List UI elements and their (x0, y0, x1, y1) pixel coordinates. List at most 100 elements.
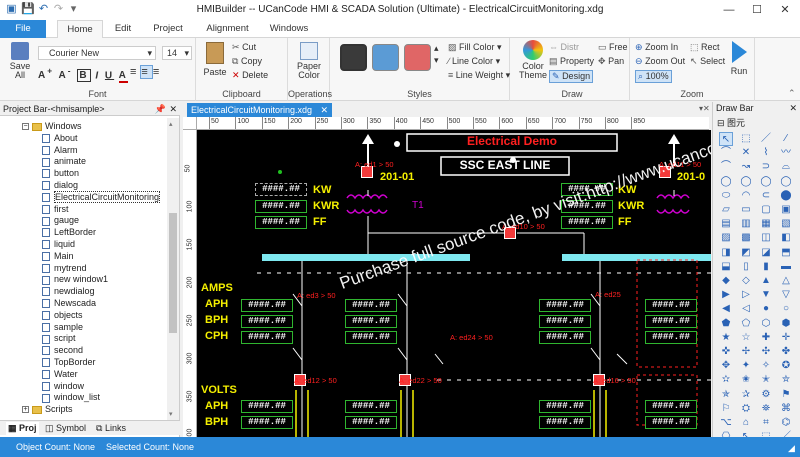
font-color-icon[interactable]: A (118, 70, 128, 84)
design-button[interactable]: ✎ Design (549, 70, 594, 83)
draw-tool-icon[interactable]: ⛭ (742, 402, 750, 414)
draw-tool-icon[interactable]: △ (782, 275, 790, 286)
tree-item[interactable]: second (42, 345, 83, 357)
draw-tool-icon[interactable]: ⬠ (741, 317, 751, 329)
collapse-toggle-icon[interactable]: − (22, 123, 29, 131)
value-amps-bph-2[interactable]: ####.## (345, 315, 397, 328)
draw-tool-icon[interactable]: ✮ (781, 374, 791, 386)
tree-item[interactable]: About (42, 133, 78, 145)
value-volts-aph[interactable]: ####.## (241, 400, 293, 413)
scroll-up-icon[interactable]: ▴ (169, 121, 173, 128)
tab-home[interactable]: Home (57, 20, 103, 39)
draw-tool-icon[interactable]: ◯ (760, 175, 772, 187)
value-amps-bph-3[interactable]: ####.## (539, 315, 591, 328)
tree-item[interactable]: window (42, 381, 84, 393)
tree-item[interactable]: ElectricalCircuitMonitoring (42, 190, 161, 204)
draw-tool-icon[interactable]: ● (762, 303, 770, 315)
draw-tool-icon[interactable]: ⬚ (759, 430, 773, 444)
tree-item[interactable]: Alarm (42, 145, 78, 157)
draw-tool-icon[interactable]: ▧ (781, 218, 791, 230)
draw-tool-icon[interactable]: ⌓ (782, 161, 790, 173)
value-kwr-right[interactable]: ####.## (561, 200, 613, 213)
draw-tool-icon[interactable]: ✰ (741, 388, 751, 400)
draw-tool-icon[interactable]: ▤ (721, 218, 731, 230)
draw-tool-icon[interactable]: ⬓ (721, 260, 731, 272)
value-amps-aph-4[interactable]: ####.## (645, 299, 697, 312)
tab-windows[interactable]: Windows (269, 23, 309, 34)
draw-tool-icon[interactable]: ／ (761, 133, 771, 144)
document-menu-icon[interactable]: ▾✕ (699, 104, 710, 113)
draw-tool-icon[interactable]: ✧ (761, 360, 771, 372)
tree-item[interactable]: dialog (42, 180, 78, 192)
font-name-select[interactable]: Courier New▾ (38, 46, 156, 60)
copy-button[interactable]: ⧉ Copy (232, 56, 262, 66)
close-icon[interactable]: ✕ (169, 104, 177, 114)
draw-tool-icon[interactable]: ◫ (761, 232, 771, 244)
run-button[interactable]: Run (728, 41, 750, 76)
tree-item[interactable]: new window1 (42, 274, 108, 286)
tree-scrollbar[interactable]: ▴ ▾ (167, 118, 179, 420)
fill-color-button[interactable]: ▨ Fill Color ▾ (448, 42, 502, 52)
style-swatch-blue[interactable] (372, 44, 399, 71)
draw-tool-icon[interactable]: ⬚ (741, 133, 751, 144)
tree-item[interactable]: animate (42, 156, 86, 168)
pin-icon[interactable]: 📌 (154, 104, 166, 114)
tree-item[interactable]: Main (42, 251, 74, 263)
paper-color-button[interactable]: Paper Color (292, 42, 326, 80)
draw-tool-icon[interactable]: ⌘ (781, 402, 791, 414)
value-amps-cph-3[interactable]: ####.## (539, 331, 591, 344)
draw-tool-icon[interactable]: ✣ (761, 346, 771, 357)
zoom-rect-button[interactable]: ⬚ Rect (690, 42, 720, 52)
tab-links[interactable]: ⧉ Links (96, 423, 126, 433)
draw-tool-icon[interactable]: ▷ (742, 289, 750, 301)
value-amps-bph-4[interactable]: ####.## (645, 315, 697, 328)
value-volts-bph-2[interactable]: ####.## (345, 416, 397, 429)
value-volts-bph[interactable]: ####.## (241, 416, 293, 429)
draw-tool-icon[interactable]: ∕ (785, 133, 787, 144)
value-amps-cph-4[interactable]: ####.## (645, 331, 697, 344)
draw-tool-icon[interactable]: 〰 (781, 147, 791, 159)
breaker-top-right[interactable] (659, 166, 671, 178)
draw-tool-icon[interactable]: ⌒ (721, 147, 731, 159)
draw-tool-icon[interactable]: ◪ (761, 246, 771, 258)
value-amps-cph[interactable]: ####.## (241, 331, 293, 344)
tree-item[interactable]: mytrend (42, 263, 87, 275)
draw-tool-icon[interactable]: ⌬ (781, 417, 791, 428)
draw-tool-icon[interactable]: ▦ (761, 218, 771, 230)
zoom-out-button[interactable]: ⊖ Zoom Out (635, 56, 686, 66)
draw-tool-icon[interactable]: ⬭ (721, 189, 731, 201)
draw-tool-icon[interactable]: ⌗ (763, 417, 769, 428)
draw-tool-icon[interactable]: ✥ (721, 360, 731, 372)
value-volts-aph-4[interactable]: ####.## (645, 400, 697, 413)
tab-project[interactable]: Project (153, 23, 183, 34)
draw-tool-icon[interactable]: ✚ (761, 331, 771, 343)
tab-edit[interactable]: Edit (114, 23, 132, 34)
value-volts-bph-4[interactable]: ####.## (645, 416, 697, 429)
draw-tool-icon[interactable]: ◧ (781, 232, 791, 244)
draw-tool-icon[interactable]: ⬢ (781, 317, 791, 329)
tree-item[interactable]: sample (42, 322, 83, 334)
font-shrink-icon[interactable]: A- (58, 66, 73, 82)
select-button[interactable]: ↖ Select (690, 56, 726, 66)
style-gallery-scroll[interactable]: ▴ (434, 43, 439, 53)
value-ff-left[interactable]: ####.## (255, 216, 307, 229)
draw-tool-icon[interactable]: ▮ (763, 260, 769, 272)
draw-tool-icon[interactable]: ▽ (782, 289, 790, 301)
draw-tool-icon[interactable]: ✬ (741, 374, 751, 386)
draw-tool-icon[interactable]: ⌥ (720, 417, 732, 428)
style-gallery-scroll-down[interactable]: ▾ (434, 55, 439, 65)
draw-tool-icon[interactable]: ○ (782, 303, 790, 315)
draw-tool-icon[interactable]: ⬟ (721, 317, 731, 329)
close-tab-icon[interactable]: ✕ (320, 105, 328, 115)
cut-button[interactable]: ✂ Cut (232, 42, 257, 52)
draw-tool-icon[interactable]: ▭ (741, 204, 751, 215)
draw-tool-icon[interactable]: ↝ (741, 161, 751, 173)
italic-icon[interactable]: I (95, 70, 101, 82)
draw-tool-icon[interactable]: ✭ (761, 374, 771, 386)
value-ff-right[interactable]: ####.## (561, 216, 613, 229)
draw-tool-icon[interactable]: ⬒ (781, 246, 791, 258)
draw-tool-icon[interactable]: ◨ (721, 246, 731, 258)
align-center-icon[interactable]: ≡ (140, 65, 153, 79)
style-swatch-red[interactable] (404, 44, 431, 71)
